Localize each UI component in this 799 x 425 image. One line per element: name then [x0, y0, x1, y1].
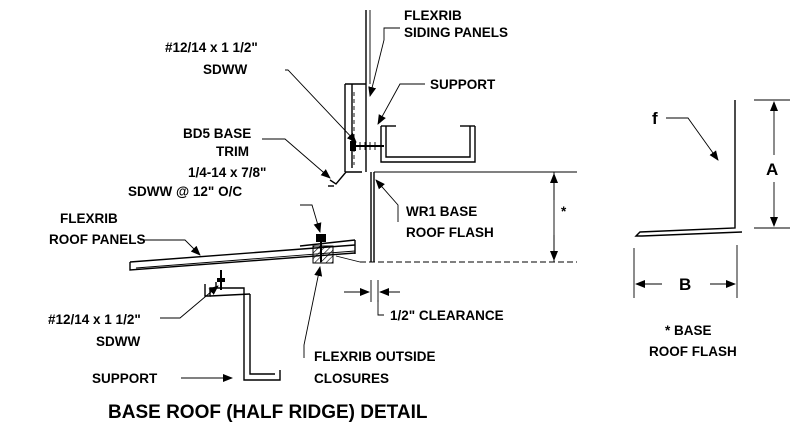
support-top-channel [380, 125, 476, 163]
label-closures-1: FLEXRIB OUTSIDE [314, 349, 436, 364]
screw-top [350, 141, 384, 151]
label-asterisk: * [561, 204, 567, 219]
label-flexrib-roof-2: ROOF PANELS [49, 232, 146, 247]
label-wr1-1: WR1 BASE [406, 204, 477, 219]
label-B: B [679, 275, 691, 294]
label-screw-mid-2: SDWW @ 12" O/C [128, 184, 242, 199]
label-wr1-2: ROOF FLASH [406, 225, 494, 240]
clearance-dim [344, 280, 400, 316]
label-support-top: SUPPORT [430, 77, 496, 92]
screw-mid [316, 234, 326, 262]
label-screw-bot-1: #12/14 x 1 1/2" [48, 312, 141, 327]
flash-profile [633, 99, 790, 298]
label-A: A [766, 160, 778, 179]
label-flexrib-roof-1: FLEXRIB [60, 211, 118, 226]
label-bd5-1: BD5 BASE [183, 126, 251, 141]
label-support-bot: SUPPORT [92, 371, 158, 386]
support-bottom-channel [204, 270, 281, 381]
legend-line-1: * BASE [665, 323, 712, 338]
label-flexrib-siding-2: SIDING PANELS [404, 25, 508, 40]
page-title: BASE ROOF (HALF RIDGE) DETAIL [108, 402, 428, 423]
wr1-flash [370, 171, 577, 262]
legend-line-2: ROOF FLASH [649, 344, 737, 359]
label-screw-top-2: SDWW [203, 62, 247, 77]
siding-panel [344, 10, 371, 172]
label-screw-bot-2: SDWW [96, 334, 140, 349]
leaders [140, 27, 425, 382]
label-f: f [652, 109, 658, 128]
label-clearance: 1/2" CLEARANCE [390, 308, 504, 323]
label-closures-2: CLOSURES [314, 371, 389, 386]
label-screw-mid-1: 1/4-14 x 7/8" [188, 165, 266, 180]
bd5-trim [328, 171, 362, 187]
label-flexrib-siding-1: FLEXRIB [404, 8, 462, 23]
roof-panel [129, 239, 577, 271]
label-screw-top-1: #12/14 x 1 1/2" [165, 40, 258, 55]
label-bd5-2: TRIM [216, 144, 249, 159]
outside-closure [312, 245, 334, 264]
